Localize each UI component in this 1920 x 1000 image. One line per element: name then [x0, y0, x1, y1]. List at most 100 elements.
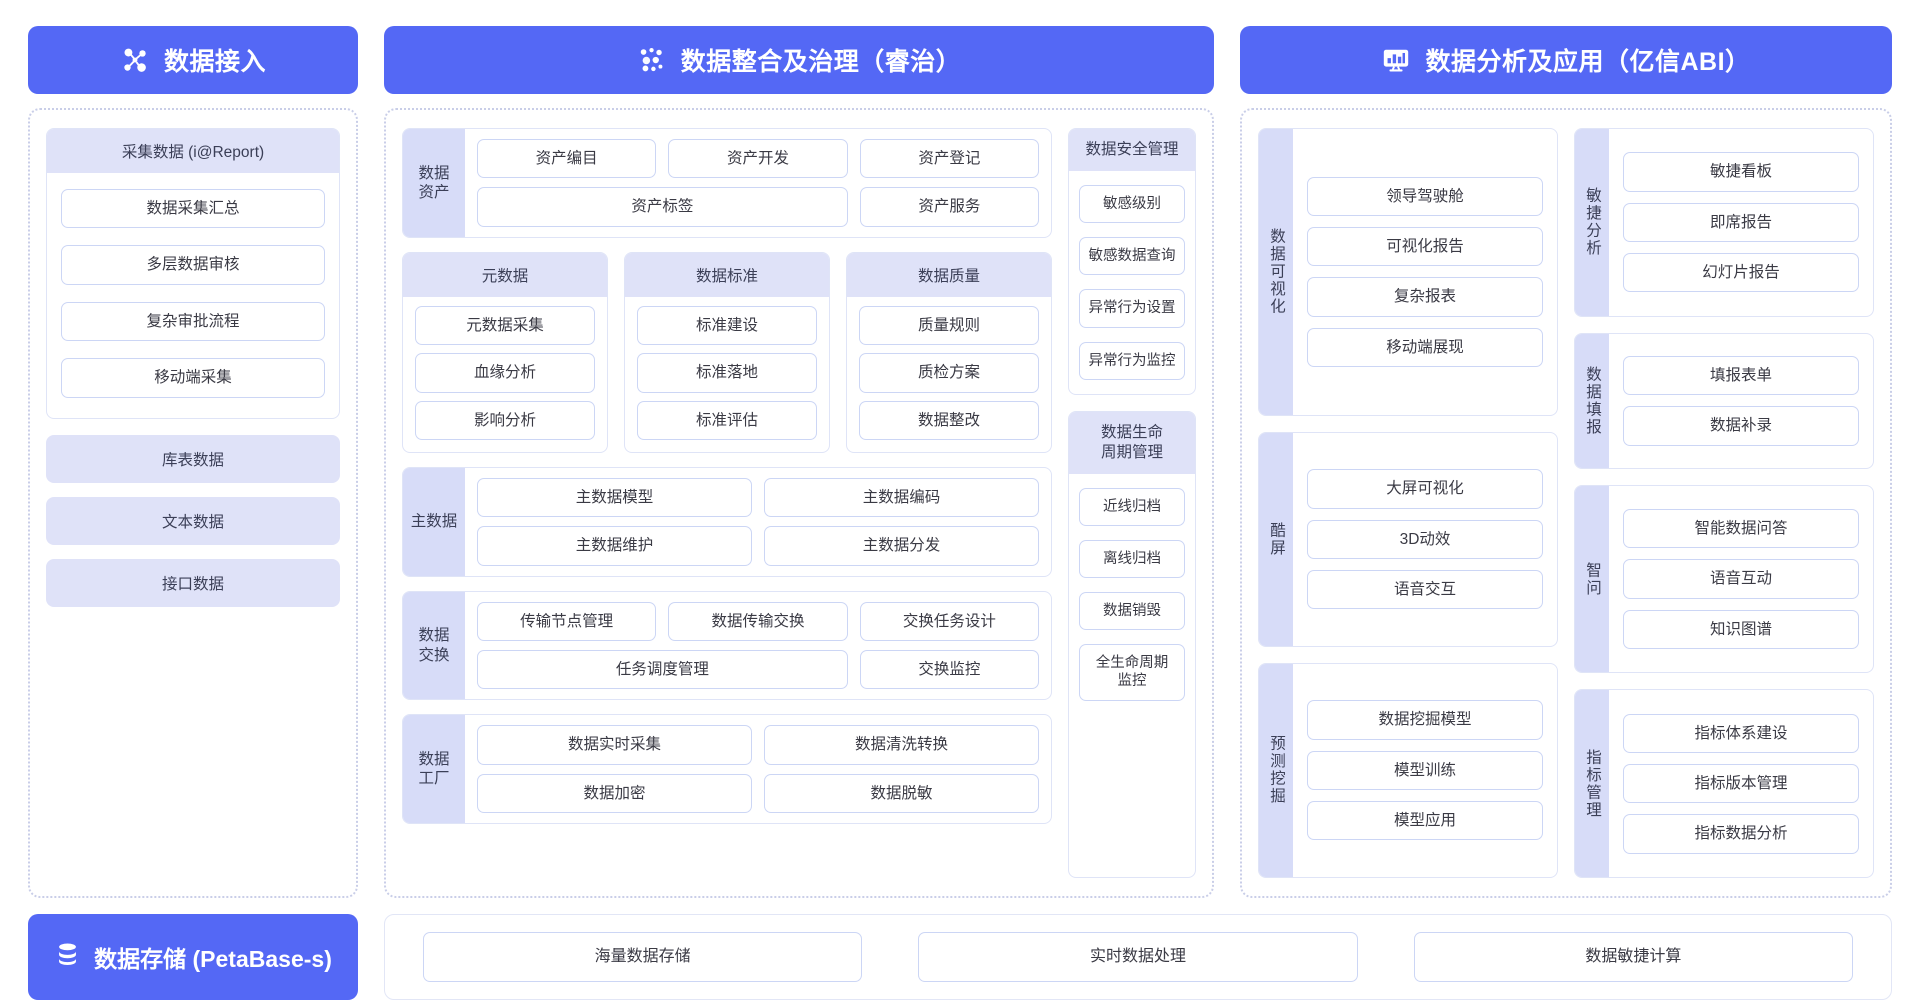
- list-item[interactable]: 异常行为监控: [1079, 341, 1185, 380]
- governance-tri-cards: 元数据 元数据采集 血缘分析 影响分析 数据标准 标准建设 标准落地: [402, 251, 1052, 453]
- list-item[interactable]: 质检方案: [859, 353, 1039, 393]
- governance-side-panels: 数据安全管理 敏感级别 敏感数据查询 异常行为设置 异常行为监控 数据生命 周期…: [1068, 128, 1196, 878]
- data-dots-icon: [637, 45, 667, 75]
- list-item[interactable]: 海量数据存储: [423, 932, 863, 982]
- list-item[interactable]: 数据采集汇总: [61, 189, 325, 229]
- list-item[interactable]: 大屏可视化: [1307, 469, 1543, 509]
- list-item[interactable]: 交换监控: [859, 650, 1039, 690]
- block-data-factory: 数据 工厂 数据实时采集 数据清洗转换 数据加密 数据脱敏: [402, 714, 1052, 825]
- list-item[interactable]: 移动端展现: [1307, 327, 1543, 368]
- list-item[interactable]: 标准评估: [637, 400, 817, 440]
- header-data-access[interactable]: 数据接入: [28, 26, 358, 94]
- list-item[interactable]: 标准落地: [637, 353, 817, 393]
- list-item[interactable]: 指标数据分析: [1623, 814, 1859, 854]
- block-label: 数据填报: [1575, 333, 1609, 468]
- block-label: 数据 工厂: [403, 715, 465, 824]
- list-item[interactable]: 任务调度管理: [477, 650, 848, 690]
- header-data-governance[interactable]: 数据整合及治理（睿治）: [384, 26, 1214, 94]
- list-item[interactable]: 数据传输交换: [668, 601, 848, 641]
- list-item[interactable]: 指标体系建设: [1623, 713, 1859, 754]
- monitor-chart-icon: [1381, 45, 1411, 75]
- list-item[interactable]: 模型应用: [1307, 801, 1543, 841]
- list-item[interactable]: 复杂审批流程: [61, 301, 325, 342]
- block-data-exchange: 数据 交换 传输节点管理 数据传输交换 交换任务设计 任务调度管理 交换监控: [402, 590, 1052, 701]
- list-item[interactable]: 数据清洗转换: [764, 725, 1039, 765]
- list-item[interactable]: 数据敏捷计算: [1413, 932, 1853, 982]
- list-item[interactable]: 多层数据审核: [61, 245, 325, 285]
- list-item[interactable]: 主数据模型: [477, 477, 752, 518]
- list-item[interactable]: 语音交互: [1307, 569, 1543, 610]
- list-item[interactable]: 复杂报表: [1307, 277, 1543, 317]
- list-item[interactable]: 数据加密: [477, 773, 752, 814]
- list-item[interactable]: 领导驾驶舱: [1307, 176, 1543, 216]
- list-item[interactable]: 标准建设: [637, 305, 817, 346]
- block-predictive-mining: 预测挖掘 数据挖掘模型 模型训练 模型应用: [1258, 662, 1558, 878]
- list-item[interactable]: 填报表单: [1623, 355, 1859, 396]
- collect-data-card: 采集数据 (i@Report) 数据采集汇总 多层数据审核 复杂审批流程 移动端…: [46, 128, 340, 419]
- list-item[interactable]: 主数据维护: [477, 526, 752, 566]
- list-item[interactable]: 资产编目: [477, 139, 657, 179]
- list-item[interactable]: 数据实时采集: [477, 725, 752, 765]
- band-table-data[interactable]: 库表数据: [46, 434, 340, 483]
- header-label: 数据整合及治理（睿治）: [680, 48, 962, 76]
- block-data-visualization: 数据可视化 领导驾驶舱 可视化报告 复杂报表 移动端展现: [1258, 128, 1558, 416]
- list-item[interactable]: 血缘分析: [415, 353, 595, 393]
- band-api-data[interactable]: 接口数据: [46, 558, 340, 607]
- list-item[interactable]: 模型训练: [1307, 750, 1543, 791]
- header-data-analytics[interactable]: 数据分析及应用（亿信ABI）: [1240, 26, 1892, 94]
- list-item[interactable]: 敏感级别: [1079, 185, 1185, 224]
- list-item[interactable]: 主数据分发: [764, 526, 1039, 566]
- block-label: 智问: [1575, 485, 1609, 673]
- list-item[interactable]: 异常行为设置: [1079, 289, 1185, 328]
- list-item[interactable]: 数据整改: [859, 400, 1039, 440]
- block-label: 主数据: [403, 467, 465, 576]
- analytics-right-stack: 敏捷分析 敏捷看板 即席报告 幻灯片报告 数据填报 填报表单 数据补录: [1574, 128, 1874, 879]
- network-nodes-icon: [120, 45, 150, 75]
- list-item[interactable]: 即席报告: [1623, 202, 1859, 242]
- list-item[interactable]: 敏捷看板: [1623, 152, 1859, 192]
- list-item[interactable]: 移动端采集: [61, 358, 325, 398]
- card-title: 数据质量: [847, 252, 1051, 297]
- list-item[interactable]: 数据销毁: [1079, 592, 1185, 631]
- list-item[interactable]: 知识图谱: [1623, 609, 1859, 650]
- block-label: 敏捷分析: [1575, 129, 1609, 316]
- band-text-data[interactable]: 文本数据: [46, 496, 340, 545]
- block-agile-analysis: 敏捷分析 敏捷看板 即席报告 幻灯片报告: [1574, 128, 1874, 317]
- block-cool-screen: 酷屏 大屏可视化 3D动效 语音交互: [1258, 431, 1558, 647]
- list-item[interactable]: 资产登记: [859, 139, 1039, 179]
- column-data-analytics: 数据可视化 领导驾驶舱 可视化报告 复杂报表 移动端展现 酷屏 大屏可视化 3D…: [1240, 108, 1892, 898]
- list-item[interactable]: 幻灯片报告: [1623, 252, 1859, 293]
- list-item[interactable]: 近线归档: [1079, 487, 1185, 527]
- header-label: 数据接入: [163, 48, 266, 76]
- list-item[interactable]: 语音互动: [1623, 559, 1859, 599]
- block-label: 预测挖掘: [1259, 663, 1293, 877]
- list-item[interactable]: 数据挖掘模型: [1307, 700, 1543, 740]
- list-item[interactable]: 资产开发: [668, 139, 848, 179]
- list-item[interactable]: 交换任务设计: [859, 601, 1039, 641]
- block-data-assets: 数据 资产 资产编目 资产开发 资产登记 资产标签 资产服务: [402, 128, 1052, 238]
- list-item[interactable]: 敏感数据查询: [1079, 237, 1185, 276]
- list-item[interactable]: 元数据采集: [415, 305, 595, 346]
- list-item[interactable]: 影响分析: [415, 400, 595, 440]
- storage-label: 数据存储 (PetaBase-s): [94, 946, 332, 972]
- block-label: 数据 交换: [403, 591, 465, 700]
- list-item[interactable]: 数据脱敏: [764, 773, 1039, 814]
- list-item[interactable]: 资产服务: [859, 187, 1039, 227]
- list-item[interactable]: 可视化报告: [1307, 226, 1543, 267]
- list-item[interactable]: 资产标签: [477, 187, 848, 227]
- list-item[interactable]: 全生命周期 监控: [1079, 644, 1185, 701]
- collect-data-title: 采集数据 (i@Report): [47, 129, 339, 173]
- block-label: 数据 资产: [403, 129, 465, 237]
- list-item[interactable]: 传输节点管理: [477, 601, 657, 641]
- card-data-lifecycle: 数据生命 周期管理 近线归档 离线归档 数据销毁 全生命周期 监控: [1068, 410, 1196, 878]
- list-item[interactable]: 指标版本管理: [1623, 764, 1859, 804]
- list-item[interactable]: 离线归档: [1079, 540, 1185, 579]
- storage-badge[interactable]: 数据存储 (PetaBase-s): [28, 914, 358, 1000]
- list-item[interactable]: 主数据编码: [764, 477, 1039, 518]
- list-item[interactable]: 3D动效: [1307, 519, 1543, 559]
- list-item[interactable]: 数据补录: [1623, 406, 1859, 446]
- list-item[interactable]: 质量规则: [859, 305, 1039, 346]
- list-item[interactable]: 实时数据处理: [918, 932, 1358, 982]
- header-row: 数据接入 数据整合及治理（睿治）: [28, 26, 1892, 94]
- list-item[interactable]: 智能数据问答: [1623, 509, 1859, 549]
